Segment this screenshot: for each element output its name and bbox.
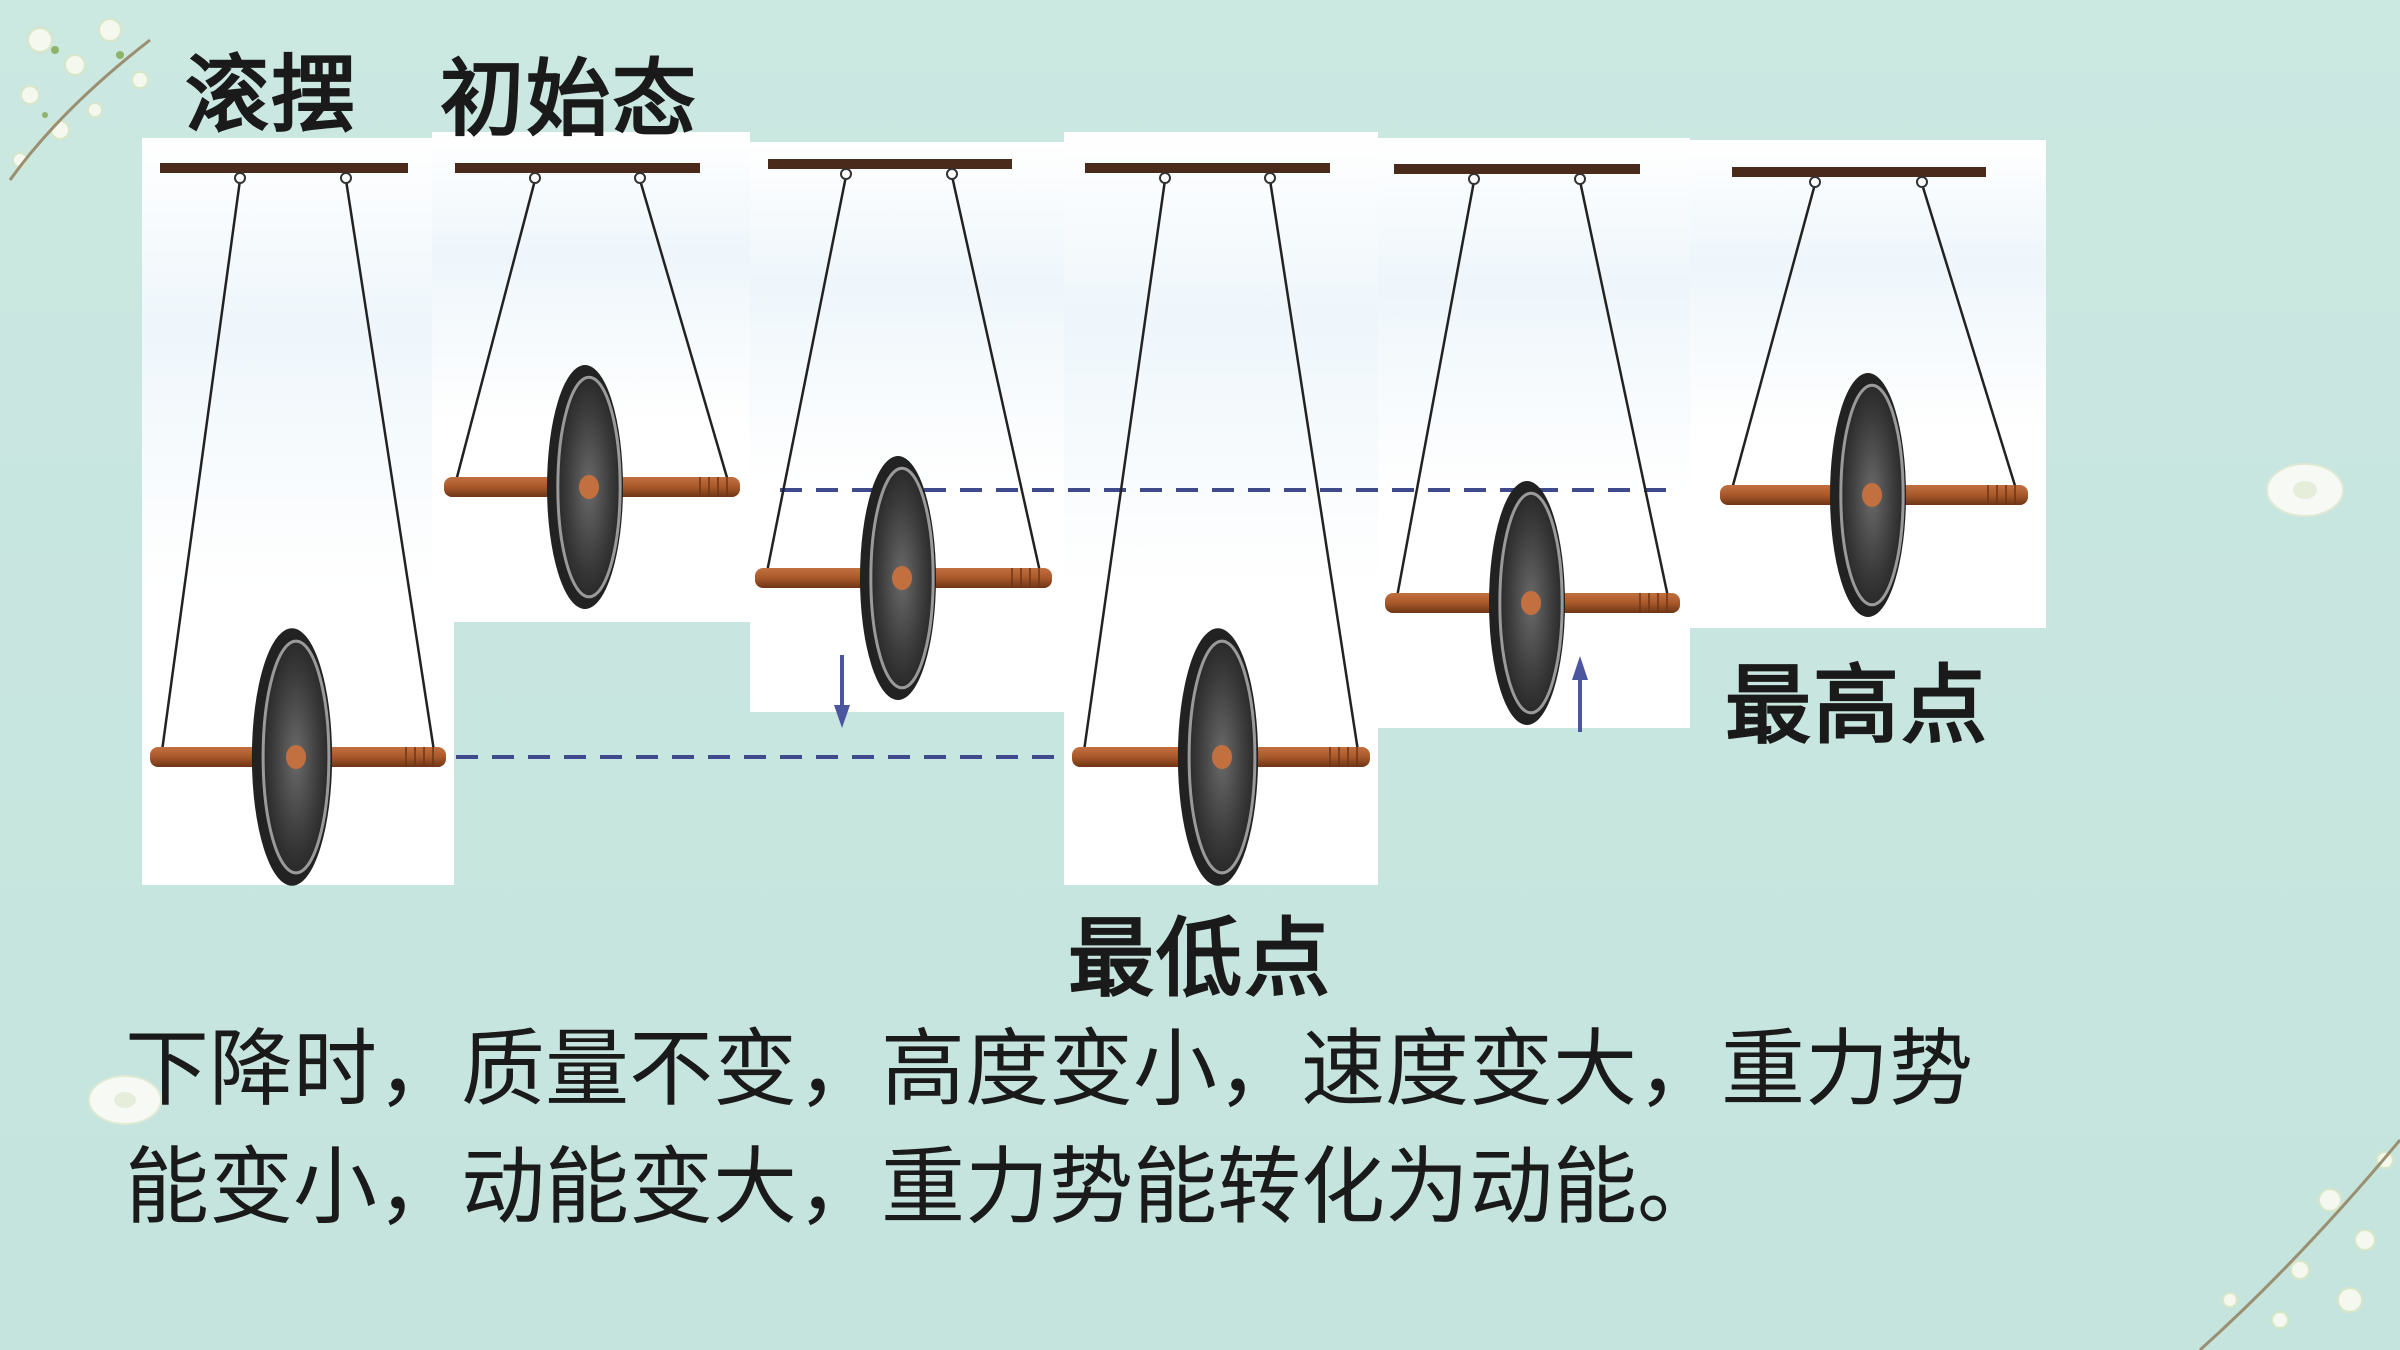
wheel-hub: [1212, 745, 1232, 769]
down-arrow-icon: [834, 655, 850, 728]
pivot-ring: [529, 172, 541, 184]
pivot-ring: [634, 172, 646, 184]
blossom-decoration-icon: [8, 18, 151, 181]
string: [1395, 180, 1476, 598]
string: [950, 175, 1042, 573]
support-bar: [1394, 164, 1640, 174]
string: [1268, 179, 1360, 752]
wheel-hub: [579, 475, 599, 499]
pivot-ring: [1916, 176, 1928, 188]
wheel-hub: [1521, 591, 1541, 615]
up-arrow-icon: [1572, 656, 1588, 732]
string: [638, 179, 730, 482]
description-text: 下降时，质量不变，高度变小，速度变大，重力势 能变小，动能变大，重力势能转化为动…: [125, 1010, 2355, 1246]
wheel-hub: [892, 566, 912, 590]
pendulum-stage-6: [1720, 167, 2028, 617]
lowest-point-label: 最低点: [1068, 909, 1332, 1009]
pivot-ring: [234, 172, 246, 184]
highest-point-label: 最高点: [1725, 656, 1989, 756]
support-bar: [455, 163, 700, 173]
pendulum-stage-3: [755, 159, 1052, 700]
blossom-decoration-icon: [88, 1075, 162, 1125]
string: [344, 179, 436, 752]
page-title: 滚摆: [185, 46, 358, 144]
pendulum-stage-5: [1385, 164, 1680, 725]
string: [1578, 180, 1670, 598]
string: [1920, 183, 2018, 490]
pivot-ring: [840, 168, 852, 180]
support-bar: [160, 163, 408, 173]
support-bar: [1085, 163, 1330, 173]
pivot-ring: [946, 168, 958, 180]
string: [765, 175, 848, 573]
string: [454, 179, 537, 482]
string: [1082, 179, 1167, 752]
description-line-1: 下降时，质量不变，高度变小，速度变大，重力势: [125, 1020, 1974, 1118]
initial-state-label: 初始态: [440, 50, 699, 148]
stage-panels: [142, 132, 2046, 885]
pivot-ring: [340, 172, 352, 184]
blossom-decoration-icon: [2198, 1139, 2400, 1350]
pendulum-group: [150, 159, 2028, 886]
support-bar: [768, 159, 1012, 169]
pivot-ring: [1574, 173, 1586, 185]
string: [160, 179, 242, 752]
description-line-2: 能变小，动能变大，重力势能转化为动能。: [125, 1138, 1722, 1236]
pivot-ring: [1264, 172, 1276, 184]
wheel-hub: [286, 745, 306, 769]
pivot-ring: [1159, 172, 1171, 184]
string: [1730, 183, 1817, 490]
pendulum-stage-1: [150, 163, 446, 886]
pendulum-stage-2: [444, 163, 740, 609]
pendulum-stage-4: [1072, 163, 1370, 886]
pivot-ring: [1809, 176, 1821, 188]
blossom-decoration-icon: [2266, 463, 2344, 517]
support-bar: [1732, 167, 1986, 177]
pivot-ring: [1468, 173, 1480, 185]
wheel-hub: [1862, 483, 1882, 507]
